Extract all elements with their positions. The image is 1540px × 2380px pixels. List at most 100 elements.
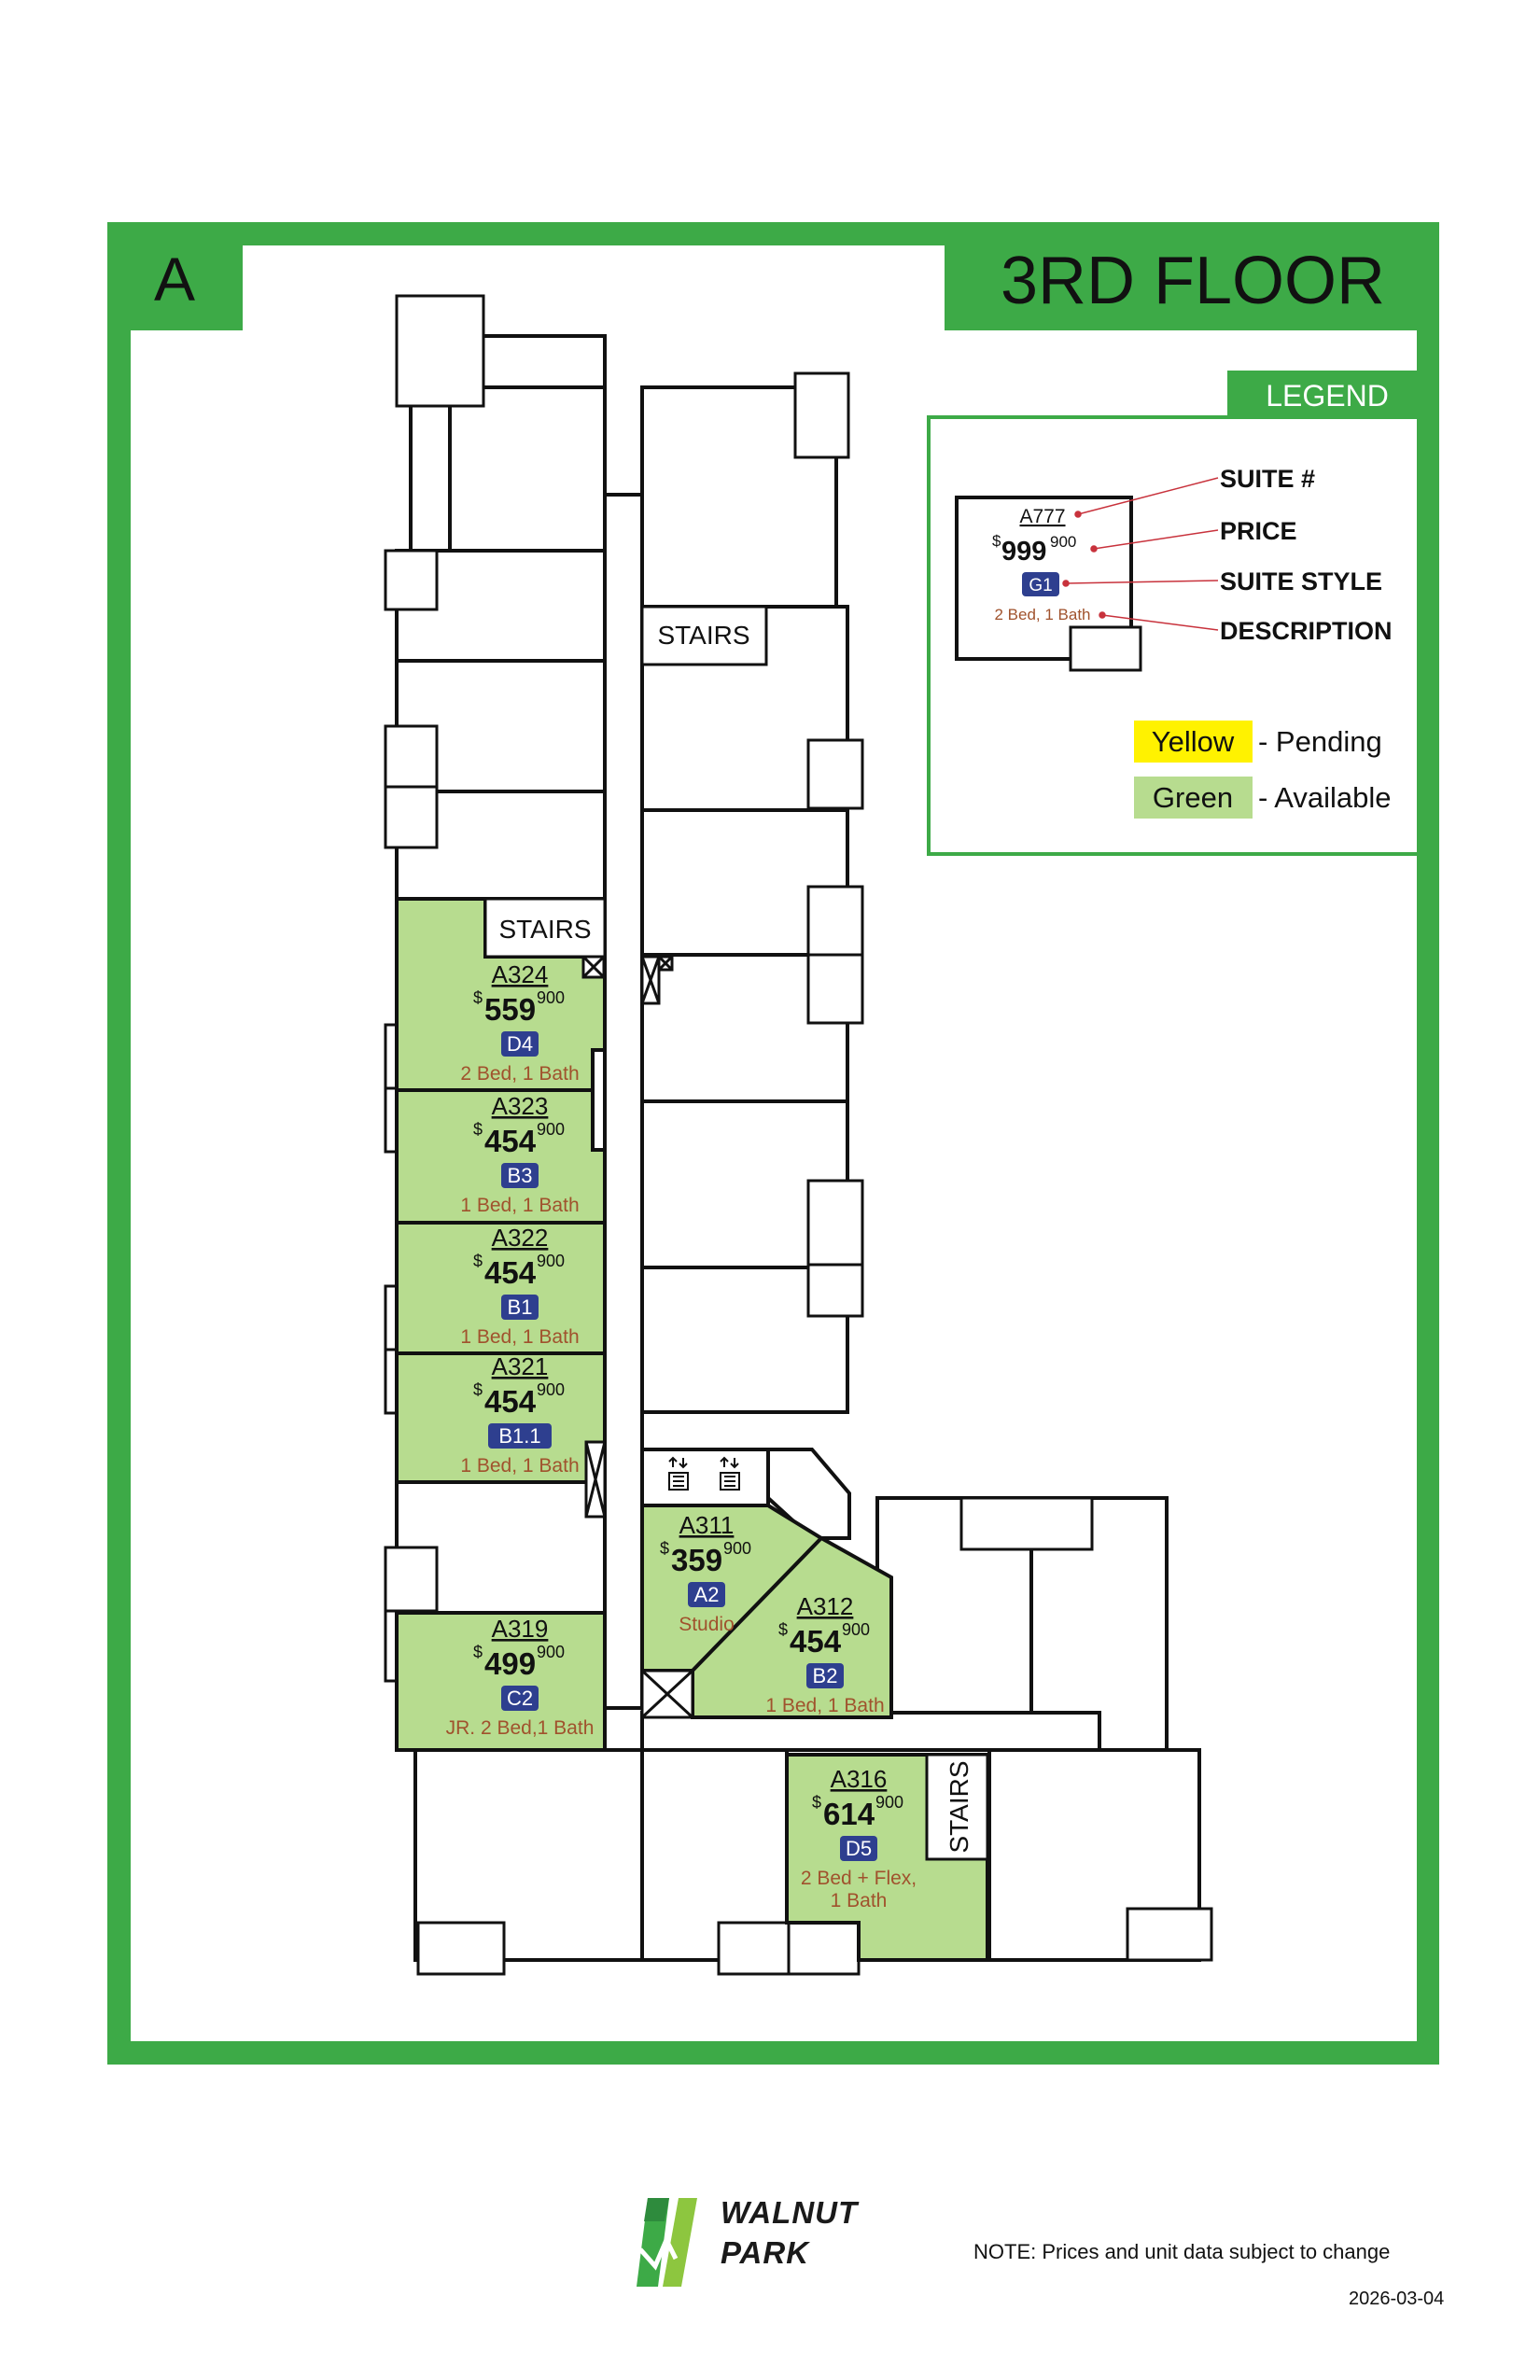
logo-line-2: PARK [721,2235,810,2270]
a316-description-1: 1 Bath [831,1890,888,1911]
a316-description: 2 Bed + Flex, [801,1868,917,1889]
plan-date: 2026-03-04 [1349,2289,1445,2309]
legend-sample-style: G1 [1029,576,1052,595]
a319-price: 499 [484,1646,536,1681]
legend-key-style: SUITE STYLE [1220,567,1382,595]
a319-suite: A319 [492,1615,549,1643]
a323-style-badge [501,1163,539,1188]
a324-price-cents: 900 [537,988,565,1007]
stairs-label-3: STAIRS [945,1760,973,1853]
legend-sample-currency: $ [992,532,1001,550]
a316-style-badge [840,1836,877,1861]
a323-style: B3 [508,1164,533,1187]
floor-title: 3RD FLOOR [1001,244,1385,318]
elevator-icons [668,1456,740,1491]
a321-currency: $ [473,1380,483,1399]
a324-currency: $ [473,988,483,1007]
building-tab [107,222,243,330]
stairs-label-2: STAIRS [498,915,591,944]
legend-key-price: PRICE [1220,517,1297,545]
a312-description: 1 Bed, 1 Bath [765,1695,884,1716]
a316-style: D5 [846,1837,872,1860]
a322-currency: $ [473,1252,483,1270]
a316-price-cents: 900 [875,1793,903,1812]
a322-description: 1 Bed, 1 Bath [460,1326,579,1348]
legend-swatch-available [1134,777,1253,819]
legend-pending-meaning: - Pending [1258,725,1382,758]
walnut-park-logo: WALNUT PARK [627,2184,870,2287]
a323-currency: $ [473,1120,483,1139]
legend-sample-description: 2 Bed, 1 Bath [994,606,1090,623]
a312-price: 454 [790,1624,842,1659]
logo-line-1: WALNUT [721,2195,859,2230]
a321-description: 1 Bed, 1 Bath [460,1455,579,1477]
a312-currency: $ [778,1620,788,1639]
a319-style-badge [501,1686,539,1711]
a311-price-cents: 900 [723,1539,751,1558]
stairs-label-1: STAIRS [657,621,749,650]
a322-price-cents: 900 [537,1252,565,1270]
legend-swatch-pending-label: Yellow [1152,725,1235,758]
floor-title-tab [945,222,1439,330]
legend-key-description: DESCRIPTION [1220,617,1393,645]
a321-suite: A321 [492,1352,549,1380]
a324-description: 2 Bed, 1 Bath [460,1063,579,1085]
a323-description: 1 Bed, 1 Bath [460,1195,579,1216]
a319-description: JR. 2 Bed,1 Bath [446,1717,595,1739]
building-letter: A [154,245,195,314]
a321-style: B1.1 [498,1424,540,1448]
legend-title: LEGEND [1266,379,1389,413]
a319-price-cents: 900 [537,1643,565,1661]
a323-suite: A323 [492,1092,549,1120]
windows [384,294,1213,1976]
a322-style: B1 [508,1295,533,1319]
legend-tab [1227,371,1417,417]
legend-sample-price: 999 [1001,537,1046,567]
a324-suite: A324 [492,960,549,988]
a323-price: 454 [484,1124,537,1158]
unit-a321-shape [395,1351,607,1484]
a324-style-badge [501,1031,539,1057]
legend-sample-cents: 900 [1050,533,1076,551]
walnut-leaf-icon [637,2198,697,2287]
a312-style-badge [806,1663,844,1688]
a321-style-badge [488,1423,552,1449]
a319-currency: $ [473,1643,483,1661]
unit-a319-shape [395,1611,607,1752]
a321-price: 454 [484,1384,537,1419]
legend-leaders [1062,477,1219,631]
stairs [483,605,989,1861]
a319-style: C2 [507,1687,533,1710]
legend-box [927,415,1417,856]
a311-price: 359 [671,1543,722,1577]
legend-key-suite: SUITE # [1220,465,1315,493]
a312-style: B2 [813,1664,838,1687]
a311-style: A2 [694,1583,720,1606]
legend-sample-window [1069,625,1142,672]
unit-a322-shape [395,1221,607,1355]
legend-sample-suite: A777 [1019,506,1065,527]
a312-suite: A312 [797,1592,854,1620]
legend-swatch-pending [1134,721,1253,763]
legend-available-meaning: - Available [1258,781,1391,814]
shafts [581,955,694,1719]
a322-price: 454 [484,1255,537,1290]
plan-walls [395,334,1201,1962]
a311-description: Studio [679,1614,735,1635]
a324-price: 559 [484,992,536,1027]
a311-suite: A311 [679,1511,735,1539]
a321-price-cents: 900 [537,1380,565,1399]
a311-currency: $ [660,1539,669,1558]
a311-style-badge [688,1582,725,1607]
a316-currency: $ [812,1793,821,1812]
a322-style-badge [501,1295,539,1320]
legend-swatch-available-label: Green [1153,781,1233,814]
a322-suite: A322 [492,1224,549,1252]
a324-style: D4 [507,1032,533,1056]
a316-suite: A316 [831,1765,888,1793]
legend-sample-style-badge [1022,572,1059,596]
prices-note: NOTE: Prices and unit data subject to ch… [973,2240,1391,2263]
a316-price: 614 [823,1797,875,1831]
